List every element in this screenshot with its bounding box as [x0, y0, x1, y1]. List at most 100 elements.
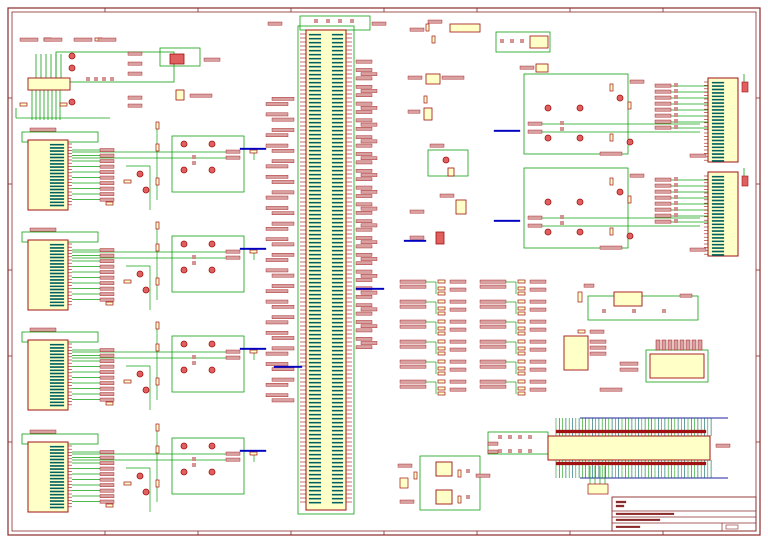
net-label [479, 279, 507, 284]
resistor [437, 366, 446, 371]
net-label [265, 133, 289, 138]
net-label [371, 21, 387, 26]
net-label [355, 210, 373, 215]
transistor [136, 370, 144, 378]
pin-text [331, 229, 344, 232]
pin-text [49, 175, 65, 178]
resistor [437, 379, 446, 384]
pin-text [49, 369, 65, 372]
pin-text [308, 241, 322, 244]
net-label [399, 359, 427, 364]
net-label [355, 126, 373, 131]
pin-text [308, 457, 322, 460]
pin-text [331, 297, 344, 300]
net-label [267, 21, 283, 26]
net-label [271, 315, 295, 320]
transistor [544, 228, 552, 236]
pin-text [49, 366, 65, 368]
net-label [589, 345, 607, 350]
voltage-regulator [613, 291, 643, 307]
net-label [355, 202, 373, 207]
net-label [355, 219, 373, 224]
net-label [265, 174, 289, 179]
pin-text [308, 169, 322, 172]
resistor [425, 23, 430, 32]
pin-text [711, 136, 725, 138]
title-text [615, 518, 661, 521]
net-label [487, 449, 499, 454]
pin-text [331, 413, 344, 416]
crystal [169, 53, 185, 65]
pin-text [308, 345, 322, 348]
net-label [399, 364, 427, 369]
net-label [225, 249, 241, 254]
net-label [479, 364, 507, 369]
resistor [517, 326, 526, 331]
pin-text [308, 125, 322, 128]
pin-text [49, 169, 65, 172]
net-label [407, 75, 423, 80]
transistor [180, 140, 188, 148]
net-label [527, 121, 543, 126]
transistor [544, 104, 552, 112]
net-label [629, 79, 645, 84]
db-connector [27, 77, 71, 91]
transistor [576, 198, 584, 206]
pin-text [49, 477, 65, 480]
transistor [208, 442, 216, 450]
pin-text [308, 77, 322, 80]
pin-text [49, 379, 65, 381]
pin-text [308, 489, 322, 492]
pin-text [711, 237, 725, 239]
resistor [155, 423, 160, 432]
transistor [208, 166, 216, 174]
pin-text [308, 465, 322, 468]
pin-text [308, 433, 322, 436]
net-label [225, 355, 241, 360]
pin-text [331, 161, 344, 164]
pin-row [555, 429, 707, 434]
pin-text [711, 175, 725, 178]
pin-text [308, 121, 322, 124]
pin-text [331, 305, 344, 308]
net-label [360, 290, 378, 295]
pin-text [711, 203, 725, 205]
pin-text [308, 357, 322, 360]
transistor [544, 134, 552, 142]
pin-text [308, 317, 322, 320]
net-text-blue [493, 129, 521, 132]
net-label [529, 387, 547, 392]
net-label [529, 339, 547, 344]
pin-text [331, 325, 344, 328]
net-label [397, 463, 413, 468]
resistor [437, 359, 446, 364]
pin-text [331, 41, 344, 44]
pin-text [331, 241, 344, 244]
net-label [355, 328, 373, 333]
net-label [271, 117, 295, 122]
net-label [527, 223, 543, 228]
resistor-network [679, 339, 685, 351]
pin-text [331, 449, 344, 452]
pin-text [711, 126, 725, 128]
pin-text [308, 201, 322, 204]
pin-text [49, 153, 65, 156]
net-label [355, 110, 373, 114]
pin-text [308, 109, 322, 112]
net-label [654, 113, 672, 118]
net-label [355, 177, 373, 182]
pin-text [331, 237, 344, 240]
pin-text [49, 304, 65, 307]
pin-text [711, 143, 725, 145]
net-label [654, 95, 672, 100]
net-label [399, 339, 427, 344]
pin-text [331, 321, 344, 324]
net-label [271, 180, 295, 184]
pin-text [331, 385, 344, 388]
transistor [180, 240, 188, 248]
net-label [599, 151, 623, 156]
resistor [155, 221, 160, 230]
net-label [355, 185, 373, 190]
pin-text [49, 188, 65, 191]
pin-text [49, 163, 65, 165]
